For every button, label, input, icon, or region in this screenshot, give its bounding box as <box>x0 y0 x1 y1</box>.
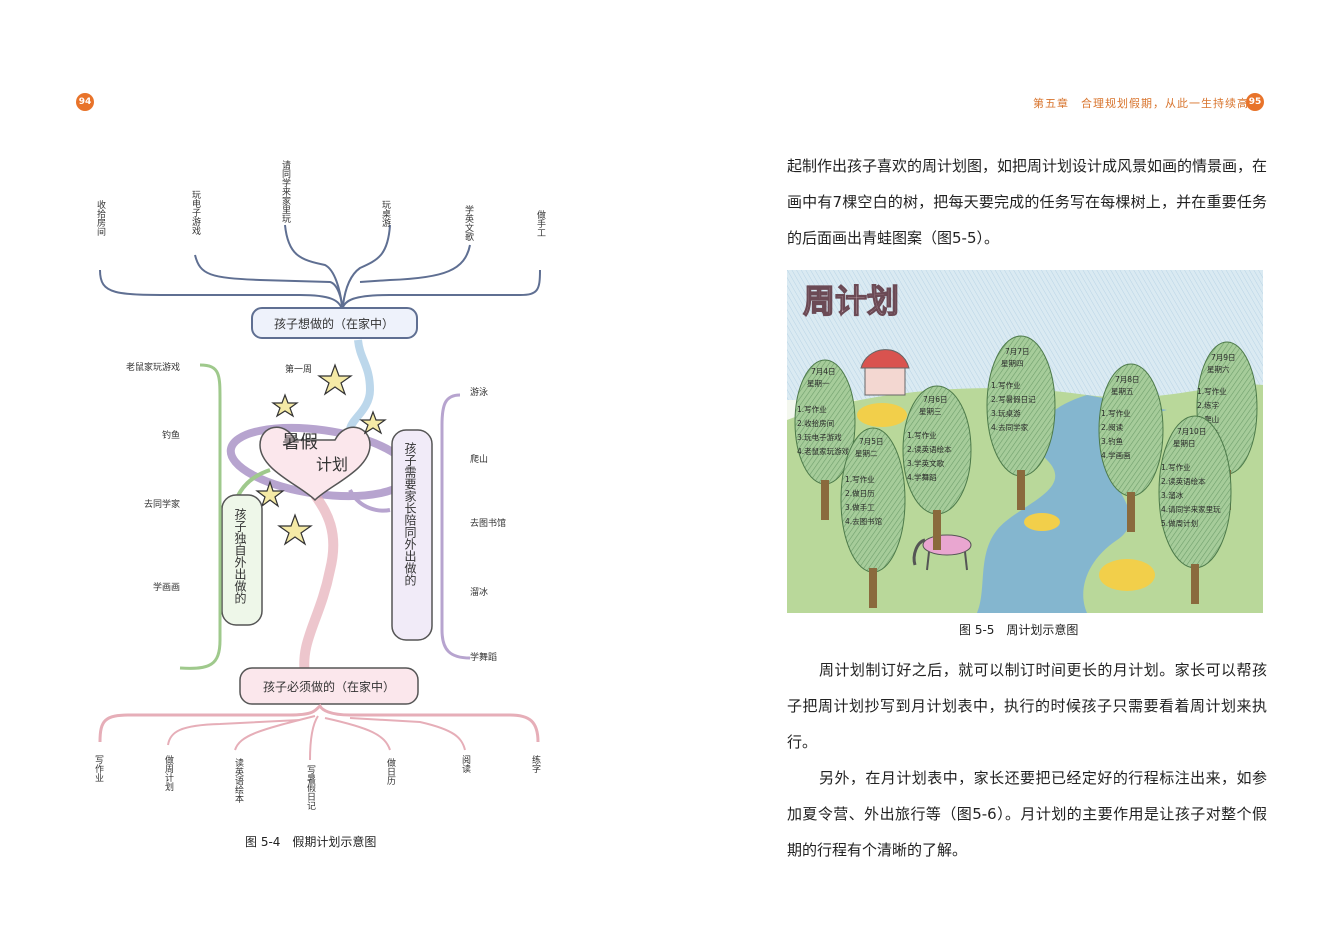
paragraph-2: 周计划制订好之后，就可以制订时间更长的月计划。家长可以帮孩子把周计划抄写到月计划… <box>787 652 1267 760</box>
tree-task: 4.去图书馆 <box>845 516 883 526</box>
tree-task: 3.玩电子游戏 <box>797 432 842 442</box>
mm-top-branch: 学英文歌 <box>463 204 474 242</box>
figure-caption-5-5: 图 5-5 周计划示意图 <box>959 621 1078 638</box>
tree-task: 1.写作业 <box>1101 408 1131 418</box>
tree-task: 1.写作业 <box>1197 386 1227 396</box>
tree-task: 3.玩桌游 <box>991 408 1021 418</box>
tree-task: 3.钓鱼 <box>1101 436 1124 446</box>
paragraph-3: 另外，在月计划表中，家长还要把已经定好的行程标注出来，如参加夏令营、外出旅行等（… <box>787 760 1267 868</box>
tree-task: 5.做周计划 <box>1161 518 1198 528</box>
tree-task: 2.写暑假日记 <box>991 395 1036 404</box>
mm-bottom-branch: 写作业 <box>93 755 104 782</box>
mm-bottom-branch: 读英语绘本 <box>233 757 244 804</box>
mm-bottom-branch: 阅读 <box>460 755 471 774</box>
mm-right-node: 孩子需要家长陪同外出做的 <box>403 442 417 586</box>
mm-left-branch: 去同学家 <box>144 498 180 510</box>
tree-day: 星期四 <box>1001 359 1024 368</box>
mm-right-branch: 溜冰 <box>470 586 488 598</box>
left-page: 94 孩子想做的（在家中） 收拾房间 玩电子游戏 请同学来家里玩 玩桌游 学英文… <box>0 0 669 945</box>
mindmap-diagram: 孩子想做的（在家中） 收拾房间 玩电子游戏 请同学来家里玩 玩桌游 学英文歌 做… <box>60 150 620 850</box>
tree-task: 4.去同学家 <box>991 422 1029 432</box>
mm-right-branch: 学舞蹈 <box>470 651 497 663</box>
mm-bottom-branch: 写暑假日记 <box>305 765 316 810</box>
mm-right-branch: 去图书馆 <box>470 517 506 529</box>
tree-day: 星期六 <box>1207 364 1230 374</box>
mm-top-branch: 玩桌游 <box>380 200 391 228</box>
mm-left-branches: 老鼠家玩游戏 钓鱼 去同学家 学画画 <box>126 361 180 593</box>
paragraph-1: 起制作出孩子喜欢的周计划图，如把周计划设计成风景如画的情景画，在画中有7棵空白的… <box>787 148 1267 256</box>
mm-week-label: 第一周 <box>285 363 312 375</box>
tree-task: 1.写作业 <box>907 430 937 440</box>
tree-task: 1.写作业 <box>797 404 827 414</box>
mm-top-branch: 玩电子游戏 <box>190 190 201 236</box>
tree-task: 4.学画画 <box>1101 450 1131 460</box>
mm-bottom-branch: 做周计划 <box>163 754 174 791</box>
mm-center-line2: 计划 <box>316 455 348 474</box>
mm-left-branch: 老鼠家玩游戏 <box>126 361 180 373</box>
tree-task: 4.请同学来家里玩 <box>1161 504 1221 514</box>
mm-left-node: 孩子独自外出做的 <box>233 508 247 604</box>
tree-date: 7月9日 <box>1211 353 1236 362</box>
week-plan-illustration: 周计划 7月4日 <box>787 270 1263 613</box>
tree-date: 7月10日 <box>1177 427 1206 436</box>
mm-center-line1: 暑假 <box>282 432 318 453</box>
mm-top-node: 孩子想做的（在家中） <box>274 316 394 331</box>
tree-task: 2.做日历 <box>845 488 875 498</box>
tree-day: 星期一 <box>807 379 830 388</box>
tree-task: 2.练字 <box>1197 400 1219 410</box>
mm-right-branches: 游泳 爬山 去图书馆 溜冰 学舞蹈 <box>470 386 506 663</box>
mm-left-branch: 学画画 <box>153 581 180 593</box>
tree-date: 7月6日 <box>923 395 948 404</box>
running-head: 第五章 合理规划假期，从此一生持续高效 <box>1033 95 1261 111</box>
illustration-title: 周计划 <box>803 282 899 320</box>
body-text-top: 起制作出孩子喜欢的周计划图，如把周计划设计成风景如画的情景画，在画中有7棵空白的… <box>787 148 1267 256</box>
tree-task: 4.学舞蹈 <box>907 472 937 482</box>
tree-task: 1.写作业 <box>991 380 1021 390</box>
page-number-left: 94 <box>76 93 94 111</box>
mm-right-branch: 游泳 <box>470 386 488 398</box>
tree-task: 3.做手工 <box>845 502 875 512</box>
mm-top-branches: 收拾房间 玩电子游戏 请同学来家里玩 玩桌游 学英文歌 做手工 <box>95 159 546 242</box>
tree-task: 2.读英语绘本 <box>907 444 952 454</box>
star-icon <box>319 365 351 394</box>
mm-top-branch: 收拾房间 <box>95 199 106 237</box>
mm-bottom-node: 孩子必须做的（在家中） <box>263 679 395 694</box>
tree-day: 星期五 <box>1111 387 1134 396</box>
star-icon <box>361 412 385 433</box>
star-icon <box>279 515 311 544</box>
tree-day: 星期三 <box>919 407 942 416</box>
mm-top-branch: 做手工 <box>535 209 546 237</box>
tree-day: 星期日 <box>1173 439 1196 448</box>
tree-date: 7月5日 <box>859 437 884 446</box>
mm-right-branch: 爬山 <box>470 454 488 465</box>
tree-date: 7月7日 <box>1005 347 1030 356</box>
mm-bottom-branch: 练字 <box>530 754 541 773</box>
tree-task: 1.写作业 <box>845 474 875 484</box>
tree-day: 星期二 <box>855 449 878 458</box>
tree-task: 4.老鼠家玩游戏 <box>797 446 850 456</box>
tree-task: 2.读英语绘本 <box>1161 476 1206 486</box>
tree-task: 3.溜冰 <box>1161 490 1184 500</box>
tree-task: 3.学英文歌 <box>907 458 945 468</box>
mm-bottom-branches: 写作业 做周计划 读英语绘本 写暑假日记 做日历 阅读 练字 <box>93 754 541 810</box>
tree-task: 2.收拾房间 <box>797 418 834 428</box>
tree-task: 2.阅读 <box>1101 422 1124 432</box>
page-number-right: 95 <box>1246 93 1264 111</box>
mm-top-branch: 请同学来家里玩 <box>280 159 291 224</box>
tree-date: 7月4日 <box>811 367 836 376</box>
figure-caption-5-4: 图 5-4 假期计划示意图 <box>245 833 376 850</box>
tree-date: 7月8日 <box>1115 375 1140 384</box>
star-icon <box>273 395 297 416</box>
mm-bottom-branch: 做日历 <box>385 757 396 786</box>
right-page: 第五章 合理规划假期，从此一生持续高效 95 起制作出孩子喜欢的周计划图，如把周… <box>669 0 1339 945</box>
body-text-bottom: 周计划制订好之后，就可以制订时间更长的月计划。家长可以帮孩子把周计划抄写到月计划… <box>787 652 1267 868</box>
tree-task: 1.写作业 <box>1161 462 1191 472</box>
mm-left-branch: 钓鱼 <box>162 429 180 441</box>
